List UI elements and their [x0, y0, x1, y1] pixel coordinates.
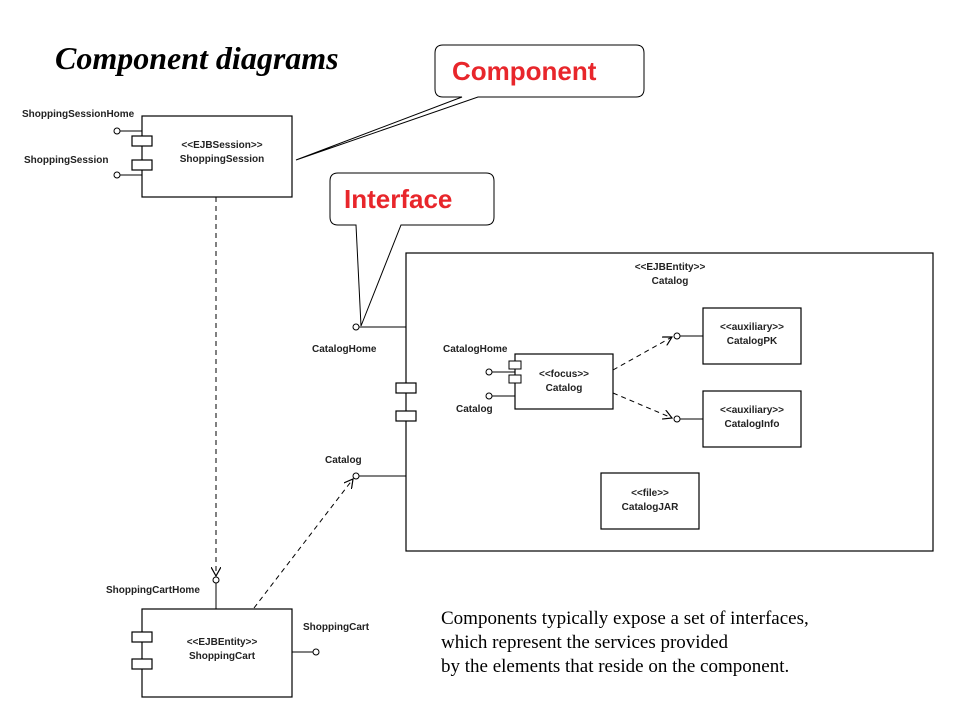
focus-name: Catalog — [545, 383, 583, 394]
note-line-1: Components typically expose a set of int… — [441, 608, 809, 629]
aux-pk-name: CatalogPK — [726, 336, 778, 347]
shopping-cart-stereotype: <<EJBEntity>> — [186, 637, 258, 648]
shopping-cart-home-label: ShoppingCartHome — [106, 585, 200, 596]
shopping-session-interface-label: ShoppingSession — [24, 155, 109, 166]
shopping-cart-component — [131, 576, 320, 698]
aux-info-name: CatalogInfo — [724, 419, 780, 430]
component-callout — [295, 44, 645, 161]
dependency-cart-to-catalog — [253, 479, 353, 609]
interface-callout-label: Interface — [344, 184, 453, 214]
description-note: Components typically expose a set of int… — [441, 607, 809, 679]
page-title: Component diagrams — [55, 40, 339, 76]
shopping-session-name: ShoppingSession — [179, 154, 265, 165]
interface-callout — [329, 172, 495, 327]
aux-pk-stereotype: <<auxiliary>> — [720, 322, 784, 333]
shopping-cart-name: ShoppingCart — [188, 651, 256, 662]
component-callout-label: Component — [452, 56, 597, 86]
note-line-3: by the elements that reside on the compo… — [441, 656, 790, 677]
focus-catalog-interface-label: Catalog — [456, 404, 493, 415]
jar-stereotype: <<file>> — [631, 488, 669, 499]
jar-name: CatalogJAR — [621, 502, 679, 513]
catalog-name: Catalog — [651, 276, 689, 287]
focus-stereotype: <<focus>> — [538, 369, 590, 380]
aux-info-stereotype: <<auxiliary>> — [720, 405, 784, 416]
note-line-2: which represent the services provided — [441, 632, 729, 653]
shopping-cart-interface-label: ShoppingCart — [303, 622, 370, 633]
catalog-stereotype: <<EJBEntity>> — [634, 262, 706, 273]
catalog-interface-label: Catalog — [325, 455, 362, 466]
catalog-component — [352, 252, 934, 552]
shopping-session-component — [113, 115, 293, 198]
focus-catalog-home-label: CatalogHome — [443, 344, 508, 355]
shopping-session-stereotype: <<EJBSession>> — [181, 140, 263, 151]
catalog-home-interface-label: CatalogHome — [312, 344, 377, 355]
shopping-session-home-label: ShoppingSessionHome — [22, 109, 135, 120]
